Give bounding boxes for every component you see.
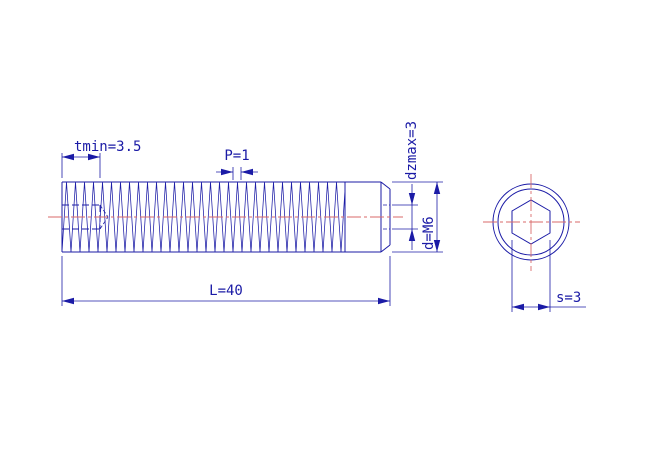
chamfer-top bbox=[380, 181, 391, 190]
side-view: tmin=3.5 P=1 dzmax=3 d=M6 bbox=[48, 121, 443, 306]
dim-diameter: d=M6 bbox=[392, 181, 443, 253]
socket-cone-top bbox=[99, 204, 109, 218]
tmin-label: tmin=3.5 bbox=[74, 139, 141, 155]
end-view: s=3 bbox=[483, 174, 586, 312]
cup-hidden-lines bbox=[383, 204, 390, 230]
dim-length: L=40 bbox=[61, 256, 391, 306]
chamfer-bottom bbox=[380, 244, 391, 253]
socket-width-label: s=3 bbox=[556, 290, 581, 306]
pitch-label: P=1 bbox=[224, 148, 249, 164]
socket-cone-bottom bbox=[99, 216, 109, 230]
diameter-label: d=M6 bbox=[421, 216, 437, 250]
dzmax-label: dzmax=3 bbox=[404, 121, 420, 180]
dim-dzmax: dzmax=3 bbox=[392, 121, 420, 250]
dim-tmin: tmin=3.5 bbox=[61, 139, 141, 178]
dim-socket-width: s=3 bbox=[511, 240, 586, 312]
length-label: L=40 bbox=[209, 283, 243, 299]
dim-pitch: P=1 bbox=[216, 148, 258, 180]
